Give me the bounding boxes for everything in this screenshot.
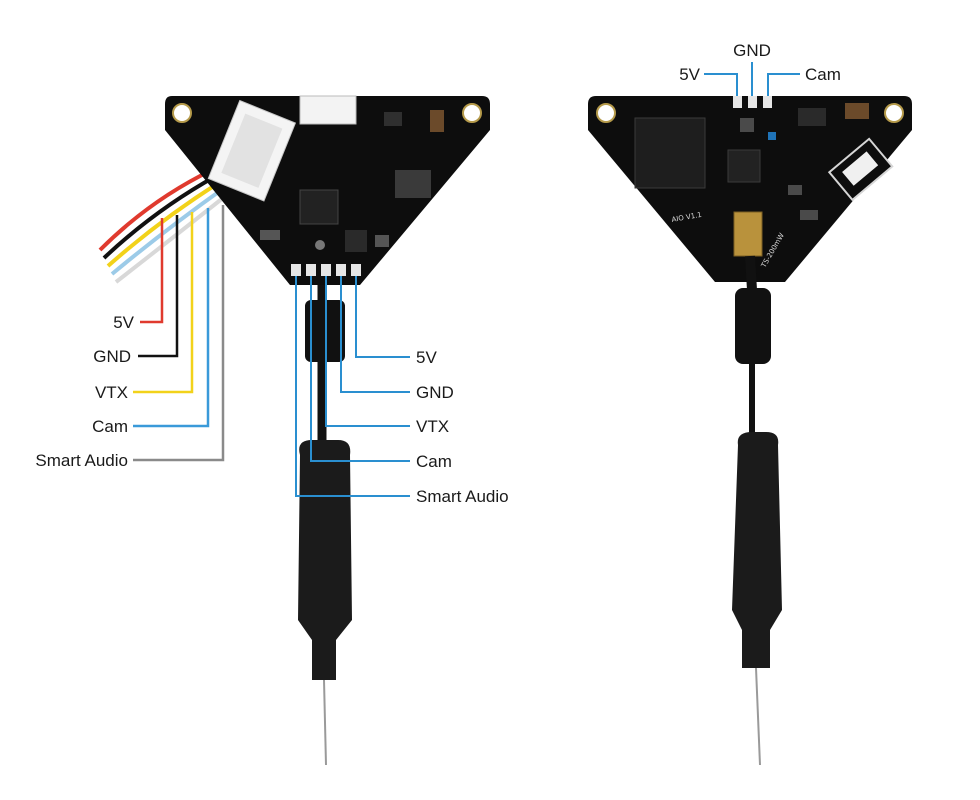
leader-gnd (138, 215, 179, 358)
label-right-5v: 5V (679, 65, 700, 84)
left-smd-1 (260, 230, 280, 240)
left-side-labels: 5V GND VTX Cam Smart Audio (35, 313, 134, 470)
left-cap-1 (430, 110, 444, 132)
pad-leaders (295, 276, 410, 497)
label-pad-cam: Cam (416, 452, 452, 471)
right-chip-small (798, 108, 826, 126)
label-pad-smart-audio: Smart Audio (416, 487, 509, 506)
right-leader-5v (704, 73, 738, 96)
left-pad-row (291, 264, 361, 276)
left-via (315, 240, 325, 250)
right-smd-2 (768, 132, 776, 140)
right-top-pads (733, 96, 772, 108)
left-smd-2 (375, 235, 389, 247)
left-pad-4 (336, 264, 346, 276)
left-chip-main (299, 189, 339, 225)
pad-leader-smart-audio (295, 276, 410, 497)
right-cap-1 (845, 103, 869, 119)
label-pad-vtx: VTX (416, 417, 449, 436)
right-mount-hole-right (884, 103, 904, 123)
left-mount-hole-right (462, 103, 482, 123)
right-pad-cam (763, 96, 772, 108)
right-antenna (732, 255, 782, 766)
left-mount-hole-left (172, 103, 192, 123)
right-leader-cam (767, 73, 800, 96)
left-connector-top (299, 95, 357, 125)
label-left-vtx: VTX (95, 383, 128, 402)
right-pad-5v (733, 96, 742, 108)
right-smd-1 (740, 118, 754, 132)
left-side-leaders (133, 205, 225, 462)
left-jst-connector (207, 99, 297, 202)
label-right-gnd: GND (733, 41, 771, 60)
leader-vtx (133, 212, 194, 394)
label-right-cam: Cam (805, 65, 841, 84)
pad-leader-vtx (325, 276, 410, 427)
leader-cam (133, 208, 210, 428)
right-smd-4 (800, 210, 818, 220)
left-chip-small (345, 230, 367, 252)
pad-leader-gnd (340, 276, 410, 393)
label-left-gnd: GND (93, 347, 131, 366)
label-pad-gnd: GND (416, 383, 454, 402)
right-top-leaders (704, 62, 800, 96)
right-jst-connector (827, 137, 894, 202)
right-vtx-board: AIO V1.1 TS-200mW 5V GND Cam (588, 41, 912, 766)
pad-labels: 5V GND VTX Cam Smart Audio (416, 348, 509, 506)
right-pad-gnd (748, 96, 757, 108)
leader-5v (140, 218, 164, 324)
right-chip-secondary (727, 149, 761, 183)
label-left-cam: Cam (92, 417, 128, 436)
left-vtx-board: 5V GND VTX Cam Smart Audio 5V GND VTX Ca… (35, 95, 509, 766)
leader-smart-audio (133, 205, 225, 462)
left-cap-2 (384, 112, 402, 126)
left-pad-3 (321, 264, 331, 276)
left-pad-5 (351, 264, 361, 276)
label-pad-5v: 5V (416, 348, 437, 367)
pad-leader-cam (310, 276, 410, 462)
right-chip-main (634, 117, 706, 189)
label-left-5v: 5V (113, 313, 134, 332)
right-smd-3 (788, 185, 802, 195)
left-pad-1 (291, 264, 301, 276)
left-pad-2 (306, 264, 316, 276)
label-left-smart-audio: Smart Audio (35, 451, 128, 470)
right-mount-hole-left (596, 103, 616, 123)
ipex-connector (733, 211, 763, 257)
pad-leader-5v (355, 276, 410, 358)
left-chip-regulator (395, 170, 431, 198)
